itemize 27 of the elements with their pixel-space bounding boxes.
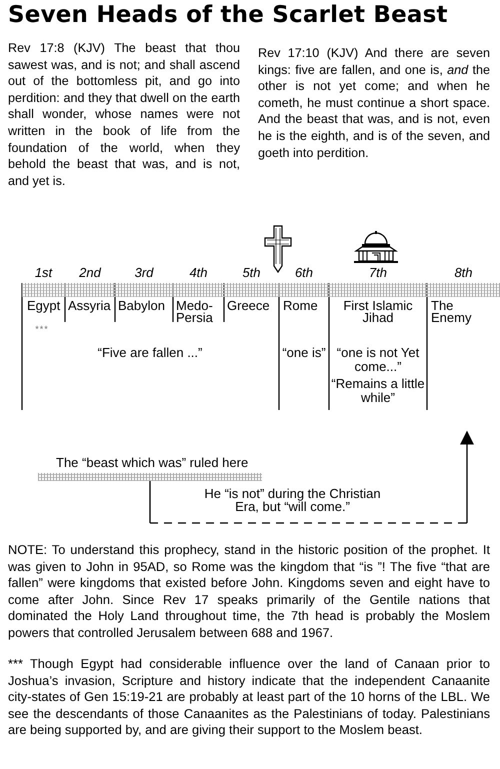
band-caption: The “beast which was” ruled here xyxy=(56,455,248,470)
ordinal-label: 8th xyxy=(453,265,474,280)
kingdom-name: Babylon xyxy=(118,300,166,312)
kingdom-name: Assyria xyxy=(68,300,112,312)
ordinal-label: 5th xyxy=(241,265,262,280)
ordinal-label: 3rd xyxy=(134,265,155,280)
ordinal-label: 1st xyxy=(34,265,54,280)
ordinal-label: 2nd xyxy=(78,265,102,280)
ordinal-label: 4th xyxy=(188,265,209,280)
kingdom-name: Greece xyxy=(227,300,271,312)
ordinal-label: 7th xyxy=(368,265,388,280)
kingdom-name: Egypt xyxy=(27,300,62,312)
kingdom-name: Medo- Persia xyxy=(176,300,214,324)
scripture-quote: Rev 17:8 (KJV) The beast that thou sawest was, and is not; and shall ascend out of the bottomless pit, and go into perdition: and they that dwell on the earth shall wonder, whose names were not written in the book of life from the foundation of the world, when they behold the beast that was, and is not, and yet is. xyxy=(8,40,240,190)
quote-label: “Remains a little while” xyxy=(330,377,426,405)
kingdom-name: The Enemy xyxy=(431,300,472,324)
quote-label: “Five are fallen ...” xyxy=(96,346,204,360)
note-paragraph: *** Though Egypt had considerable influence over the land of Canaan prior to Joshua’s invasion, Scripture and history indicate that the independent Canaanite city-states of Gen 15:19-21 are probably at least part of the 10 horns of the LBL. We see the descendants of those Canaanites as the Palestinians of today. Palestinians are being supported by, and are giving their support to the Moslem beast. xyxy=(8,656,490,739)
note-paragraph: NOTE: To understand this prophecy, stand in the historic position of the prophet. It was given to John in 95AD, so Rome was the kingdom that “is ”! The five “that are fallen” were kingdoms that existed before John. Kingdoms seven and eight have to come after John. Since Rev 17 speaks primarily of the Gentile nations that dominated the Holy Land throughout time, the 7th head is probably the Moslem powers that controlled Jerusalem between 688 and 1967. xyxy=(8,542,490,642)
scripture-quote: Rev 17:10 (KJV) And there are seven kings: five are fallen, and one is, and the other is not yet come; and when he cometh, he must continue a short space. And the beast that was, and is not, even he is the eighth, and is of the seven, and goeth into perdition. xyxy=(258,45,490,162)
ordinal-label: 6th xyxy=(294,265,314,280)
title: Seven Heads of the Scarlet Beast xyxy=(8,2,448,28)
footnote-mark: *** xyxy=(34,323,50,336)
kingdom-name: Rome xyxy=(283,300,319,312)
quote-label: “one is” xyxy=(281,346,327,360)
kingdom-name: First Islamic Jihad xyxy=(342,300,414,324)
quote-label: “one is not Yet come...” xyxy=(336,346,420,374)
